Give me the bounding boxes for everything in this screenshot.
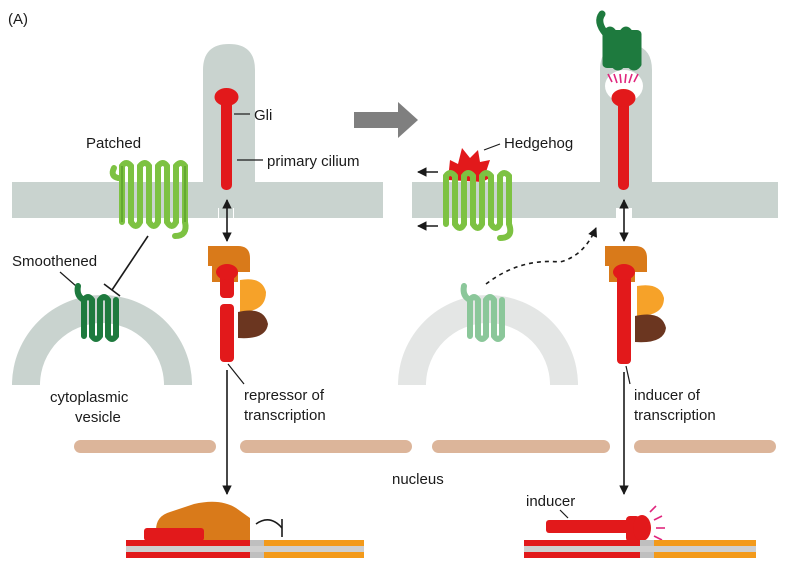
repressor-label-line1: repressor of — [244, 387, 325, 404]
patched-label: Patched — [86, 135, 141, 152]
smoothened-label: Smoothened — [12, 253, 97, 270]
gli-label: Gli — [254, 107, 272, 124]
inducer-dna-label: inducer — [526, 493, 575, 510]
cytoplasmic-vesicle-left — [12, 295, 192, 385]
gli-repressor-complex — [208, 246, 268, 362]
nuclear-envelope-segment — [240, 440, 412, 453]
patched-outline-left — [121, 166, 186, 222]
repressor-label-line2: transcription — [244, 407, 326, 424]
inducer-label-line1: inducer of — [634, 387, 701, 404]
transition-arrow — [354, 102, 418, 138]
repression-bar — [255, 519, 283, 537]
inducer-on-dna — [546, 515, 651, 542]
nucleus-label: nucleus — [392, 471, 444, 488]
left-panel: Gli primary cilium Patched Smoothened — [12, 44, 383, 558]
smoothened-leader-line — [59, 271, 77, 287]
patched-receptor-left — [109, 160, 189, 239]
patched-inhibits-smoothened — [103, 235, 149, 297]
nuclear-envelope-segment — [634, 440, 776, 453]
repressor-leader-line — [227, 363, 245, 385]
smoothened-block-cilium — [603, 30, 641, 68]
gli-protein-cilium-right — [611, 89, 636, 190]
smoothened-faded — [460, 283, 505, 342]
smoothened-left — [74, 283, 119, 342]
right-panel: Hedgehog — [398, 10, 778, 558]
cytoplasmic-vesicle-right — [398, 295, 578, 385]
plasma-membrane-left — [12, 44, 383, 218]
patched-receptor-right — [443, 170, 514, 241]
nuclear-envelope — [74, 440, 776, 453]
gli-protein-cilium-left — [214, 88, 239, 190]
dna-repressed — [126, 540, 364, 558]
nuclear-envelope-segment — [74, 440, 216, 453]
nuclear-envelope-segment — [432, 440, 610, 453]
activation-spikes — [607, 73, 639, 84]
primary-cilium-label: primary cilium — [267, 153, 360, 170]
panel-label: (A) — [8, 11, 28, 28]
vesicle-label-line2: vesicle — [75, 409, 121, 426]
repressor-on-dna — [144, 501, 250, 541]
inducer-dna-leader — [559, 509, 569, 519]
hedgehog-leader-line — [483, 143, 501, 151]
hedgehog-label: Hedgehog — [504, 135, 573, 152]
vesicle-label-line1: cytoplasmic — [50, 389, 129, 406]
gli-inducer-complex — [605, 246, 666, 364]
inducer-label-line2: transcription — [634, 407, 716, 424]
inducer-leader-line — [625, 365, 631, 385]
dna-activated — [524, 540, 756, 558]
